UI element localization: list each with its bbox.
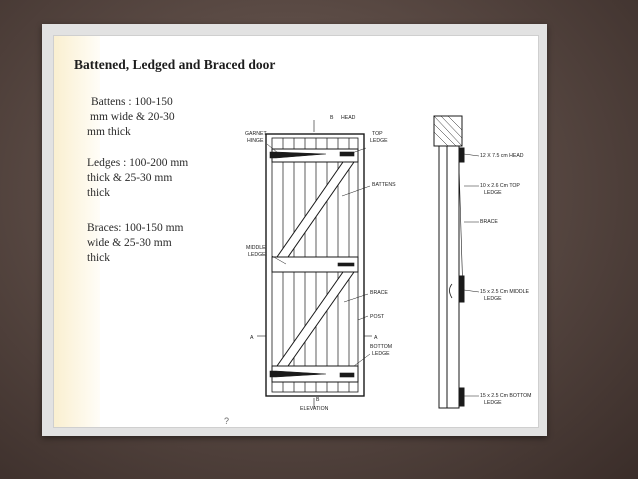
section-bottom-ledge — [458, 387, 465, 407]
label-top-ledge-2: LEDGE — [370, 138, 388, 144]
top-hinge — [269, 151, 327, 159]
section-label-middle-ledge-2: LEDGE — [484, 296, 502, 302]
label-a-left: A — [250, 335, 254, 341]
label-post: POST — [370, 314, 385, 320]
top-bolt — [339, 151, 355, 157]
door-elevation — [257, 120, 372, 408]
label-garnet-hinge-1: GARNET — [245, 131, 267, 137]
section-label-top-ledge-2: LEDGE — [484, 190, 502, 196]
door-frame-outline — [265, 133, 365, 397]
slide-title: Battened, Ledged and Braced door — [74, 57, 276, 72]
braces-line-3: thick — [87, 252, 110, 264]
label-middle-ledge-1: MIDDLE — [246, 245, 266, 251]
section-post — [438, 145, 448, 409]
battens-description: Battens : 100-150 mm wide & 20-30 mm thi… — [87, 95, 175, 140]
braces-line-1: Braces: 100-150 mm — [87, 222, 184, 234]
label-bottom-ledge-1: BOTTOM — [370, 344, 392, 350]
section-batten — [446, 145, 460, 409]
label-garnet-hinge-2: HINGE — [247, 138, 264, 144]
braces-description: Braces: 100-150 mm wide & 25-30 mm thick — [87, 221, 183, 266]
label-elevation: ELEVATION — [300, 406, 329, 412]
label-b-bottom: B — [316, 397, 320, 403]
section-middle-ledge — [458, 275, 465, 303]
section-top-ledge — [458, 147, 465, 163]
section-label-top-ledge-1: 10 x 2.6 Cm TOP — [480, 183, 520, 189]
label-brace: BRACE — [370, 290, 388, 296]
bottom-hinge — [269, 370, 327, 378]
middle-ledge — [271, 256, 359, 273]
label-bottom-ledge-2: LEDGE — [372, 351, 390, 357]
section-label-bottom-ledge-2: LEDGE — [484, 400, 502, 406]
battens-line-1: Battens : 100-150 — [91, 96, 173, 108]
section-label-bottom-ledge-1: 15 x 2.5 Cm BOTTOM — [480, 393, 532, 399]
slide-content: Battened, Ledged and Braced door Battens… — [53, 35, 539, 428]
bottom-bolt — [339, 372, 355, 378]
label-head: HEAD — [341, 115, 356, 121]
label-b-top: B — [330, 115, 334, 121]
section-label-brace: BRACE — [480, 219, 498, 225]
label-top-ledge-1: TOP — [372, 131, 383, 137]
lower-brace — [276, 271, 355, 367]
braces-line-2: wide & 25-30 mm — [87, 237, 172, 249]
door-drawing: B HEAD GARNET HINGE TOP LEDGE BATTENS MI… — [245, 115, 532, 412]
accent-bar — [54, 36, 100, 427]
section-label-middle-ledge-1: 15 x 2.5 Cm MIDDLE — [480, 289, 530, 295]
label-a-right: A — [374, 335, 378, 341]
middle-handle — [337, 262, 355, 267]
ledges-line-3: thick — [87, 187, 110, 199]
section-label-head: 12 X 7.5 cm HEAD — [480, 153, 524, 159]
door-section — [433, 115, 480, 409]
label-battens: BATTENS — [372, 182, 396, 188]
battens-line-2: mm wide & 20-30 — [90, 111, 175, 123]
upper-brace — [276, 161, 355, 258]
slide-frame: Battened, Ledged and Braced door Battens… — [42, 24, 547, 436]
label-middle-ledge-2: LEDGE — [248, 252, 266, 258]
battens-line-3: mm thick — [87, 126, 131, 138]
ledges-line-1: Ledges : 100-200 mm — [87, 157, 189, 169]
page-mark: ? — [224, 416, 230, 426]
ledges-description: Ledges : 100-200 mm thick & 25-30 mm thi… — [87, 156, 188, 201]
ledges-line-2: thick & 25-30 mm — [87, 172, 173, 184]
